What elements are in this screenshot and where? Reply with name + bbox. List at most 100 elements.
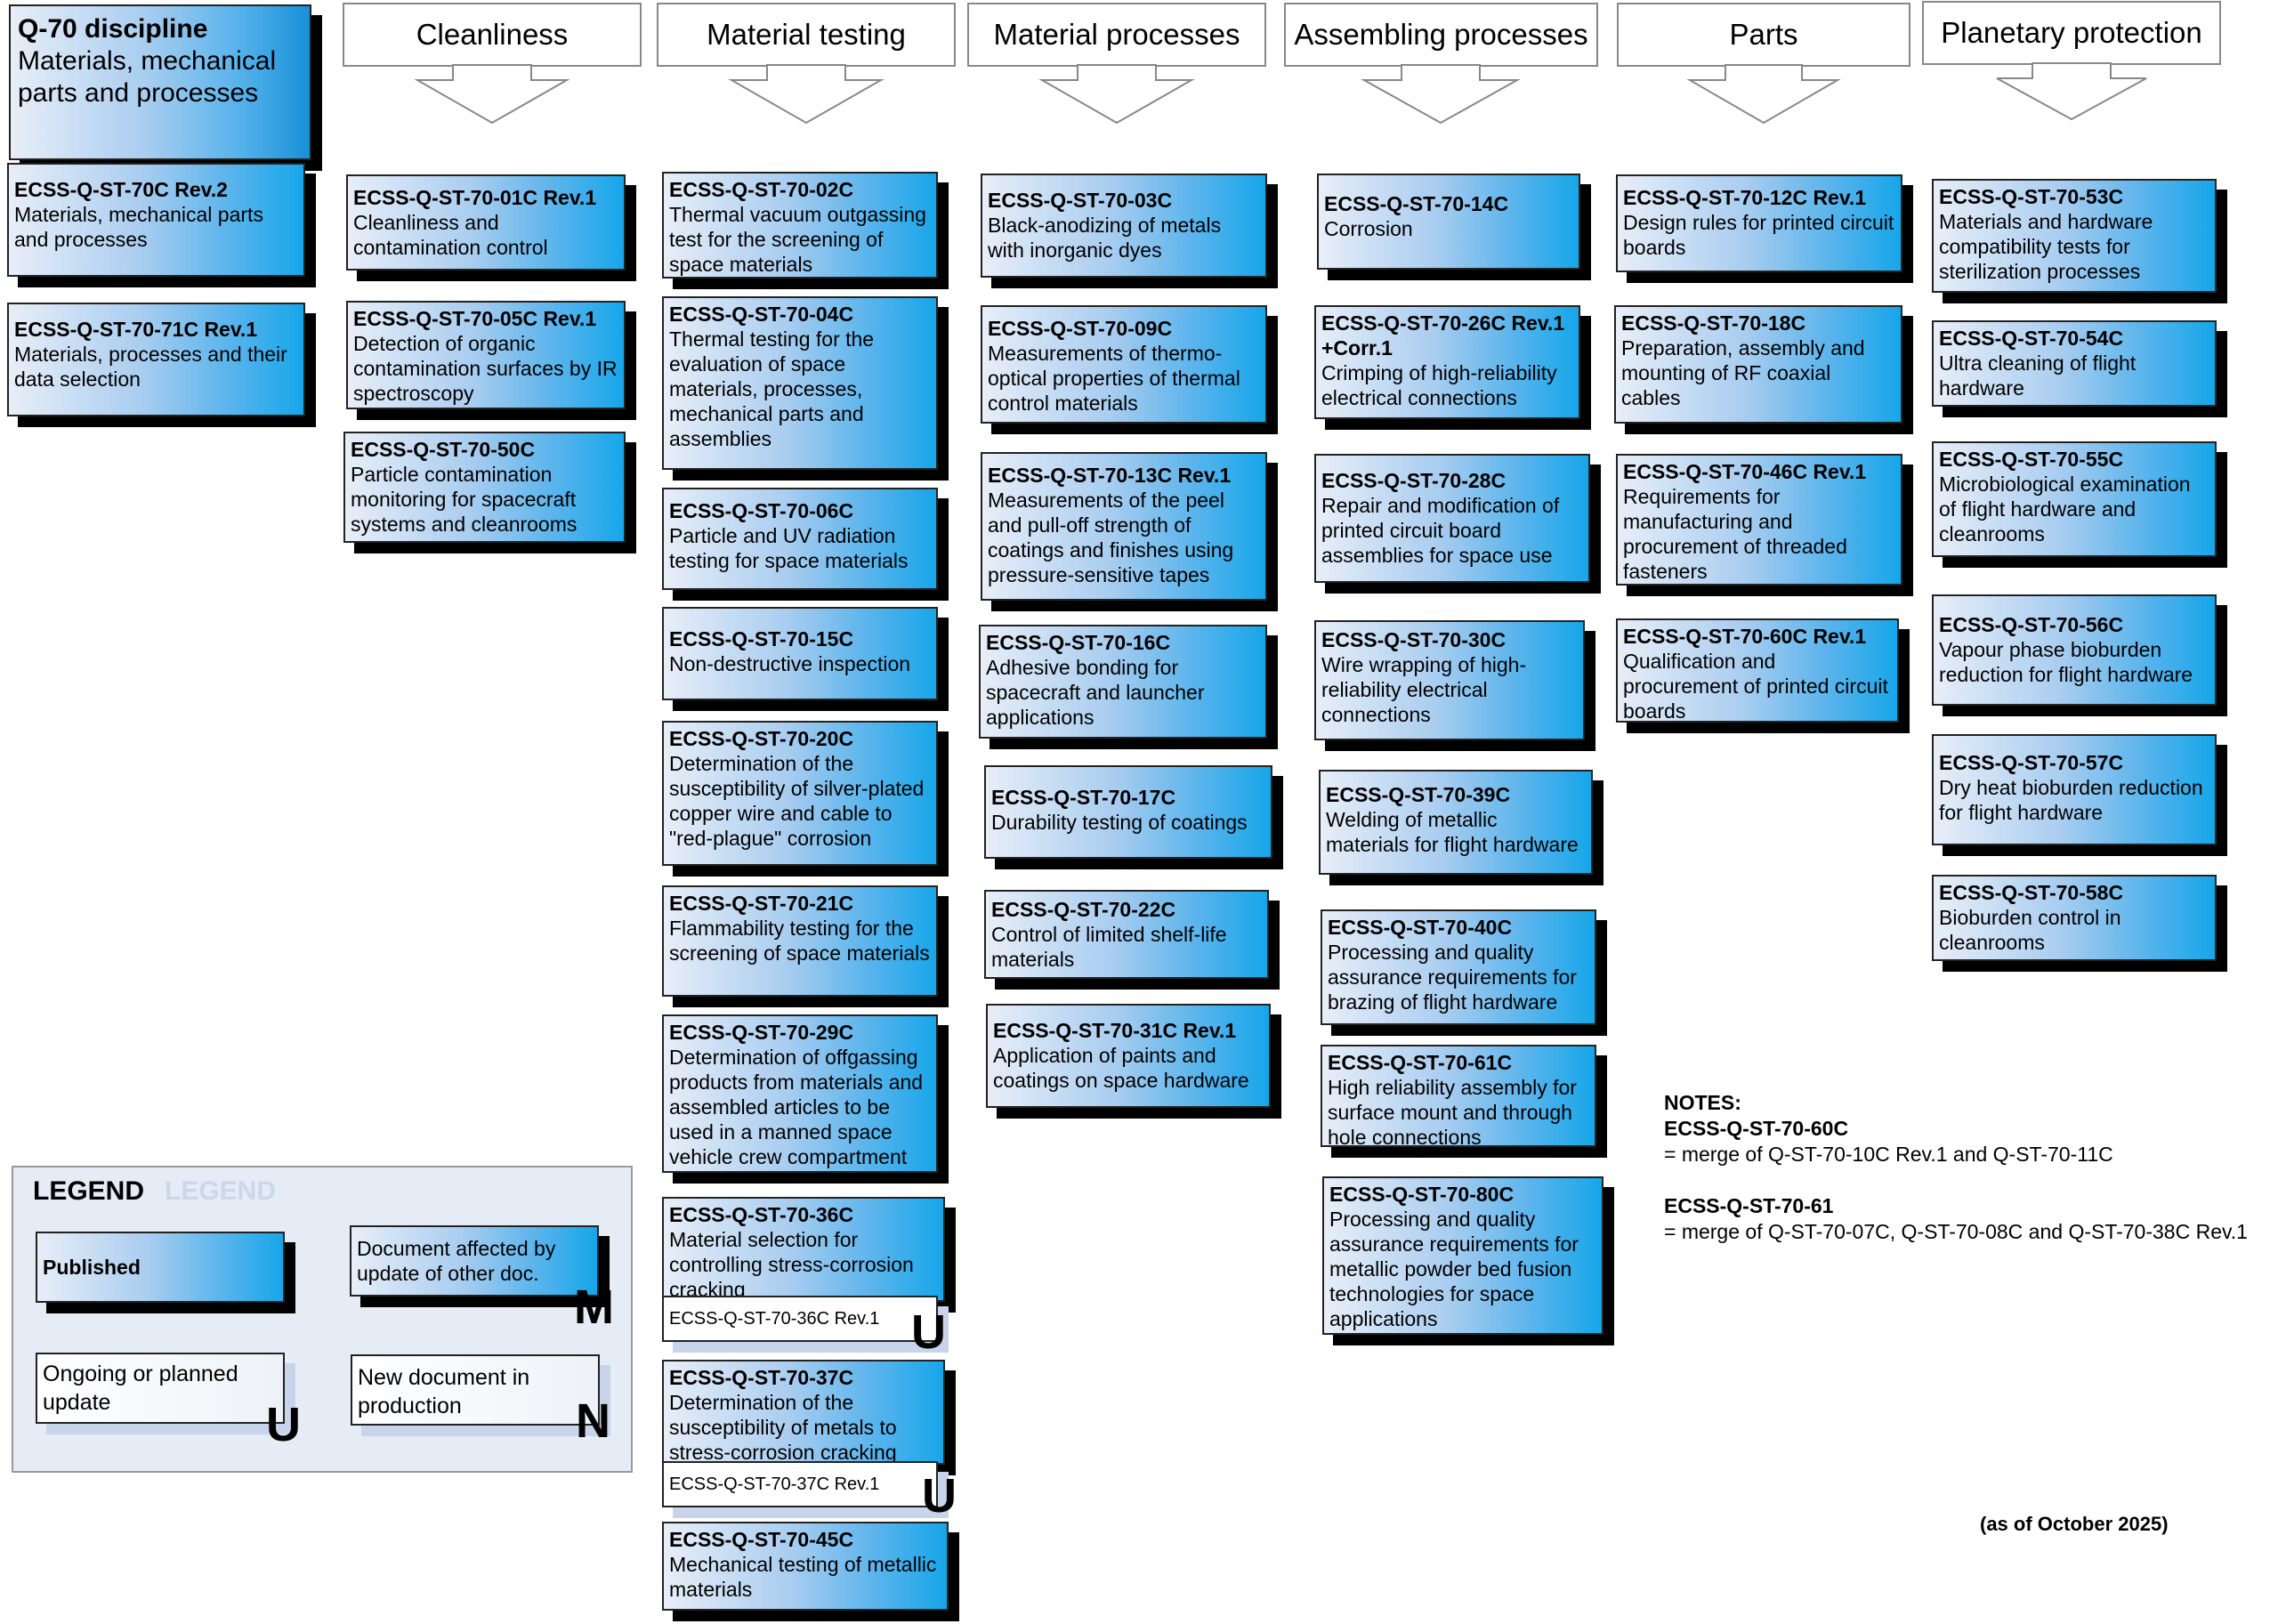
update-face: ECSS-Q-ST-70-37C Rev.1 xyxy=(662,1461,938,1507)
doc-code: ECSS-Q-ST-70-17C xyxy=(991,786,1176,809)
doc-code: ECSS-Q-ST-70-21C xyxy=(669,892,854,915)
doc-title: Measurements of thermo-optical propertie… xyxy=(988,342,1240,415)
doc-code: ECSS-Q-ST-70-26C Rev.1 +Corr.1 xyxy=(1321,311,1565,360)
doc-code: ECSS-Q-ST-70-12C Rev.1 xyxy=(1623,186,1867,209)
update-card[interactable]: ECSS-Q-ST-70-36C Rev.1 xyxy=(662,1296,949,1353)
category-header-material-testing: Material testing xyxy=(657,3,956,125)
doc-title: Determination of the susceptibility of m… xyxy=(669,1391,897,1464)
category-label: Cleanliness xyxy=(343,3,642,67)
doc-title: Determination of offgassing products fro… xyxy=(669,1046,924,1168)
doc-title: Thermal vacuum outgassing test for the s… xyxy=(669,203,926,276)
legend-published: Published xyxy=(36,1232,295,1313)
discipline-face: Q-70 discipline Materials, mechanical pa… xyxy=(9,4,311,160)
down-arrow-icon xyxy=(414,64,570,125)
doc-title: Dry heat bioburden reduction for flight … xyxy=(1939,776,2203,824)
doc-title: Materials and hardware compatibility tes… xyxy=(1939,210,2153,283)
doc-title: Design rules for printed circuit boards xyxy=(1623,211,1894,259)
down-arrow-icon xyxy=(728,64,885,125)
doc-code: ECSS-Q-ST-70-05C Rev.1 xyxy=(353,307,597,330)
doc-code: ECSS-Q-ST-70-14C xyxy=(1324,192,1509,215)
doc-title: Particle contamination monitoring for sp… xyxy=(351,463,578,536)
doc-title: Wire wrapping of high-reliability electr… xyxy=(1321,653,1527,726)
down-arrow-icon xyxy=(1686,64,1841,125)
doc-code: ECSS-Q-ST-70-18C xyxy=(1621,311,1806,335)
doc-code: ECSS-Q-ST-70-13C Rev.1 xyxy=(988,464,1232,487)
doc-title: Material selection for controlling stres… xyxy=(669,1228,914,1301)
doc-title: Bioburden control in cleanrooms xyxy=(1939,906,2121,954)
doc-code: ECSS-Q-ST-70-30C xyxy=(1321,628,1507,651)
note-text: = merge of Q-ST-70-07C, Q-ST-70-08C and … xyxy=(1664,1220,2248,1243)
doc-code: ECSS-Q-ST-70-28C xyxy=(1321,469,1507,492)
doc-code: ECSS-Q-ST-70-04C xyxy=(669,303,854,326)
note-code: ECSS-Q-ST-70-60C xyxy=(1664,1117,1849,1140)
doc-code: ECSS-Q-ST-70-55C xyxy=(1939,448,2124,471)
doc-code: ECSS-Q-ST-70-22C xyxy=(991,898,1176,921)
doc-code: ECSS-Q-ST-70-54C xyxy=(1939,327,2124,350)
doc-title: Adhesive bonding for spacecraft and laun… xyxy=(986,656,1205,729)
update-card[interactable]: ECSS-Q-ST-70-37C Rev.1 xyxy=(662,1461,949,1518)
doc-code: ECSS-Q-ST-70-57C xyxy=(1939,751,2124,774)
doc-code: ECSS-Q-ST-70-20C xyxy=(669,727,854,750)
legend-ongoing-face: Ongoing or planned update xyxy=(36,1353,285,1424)
doc-title: Welding of metallic materials for flight… xyxy=(1326,808,1579,856)
legend-title-shadow: LEGEND xyxy=(165,1176,277,1206)
legend-ongoing: Ongoing or planned update xyxy=(36,1353,295,1434)
